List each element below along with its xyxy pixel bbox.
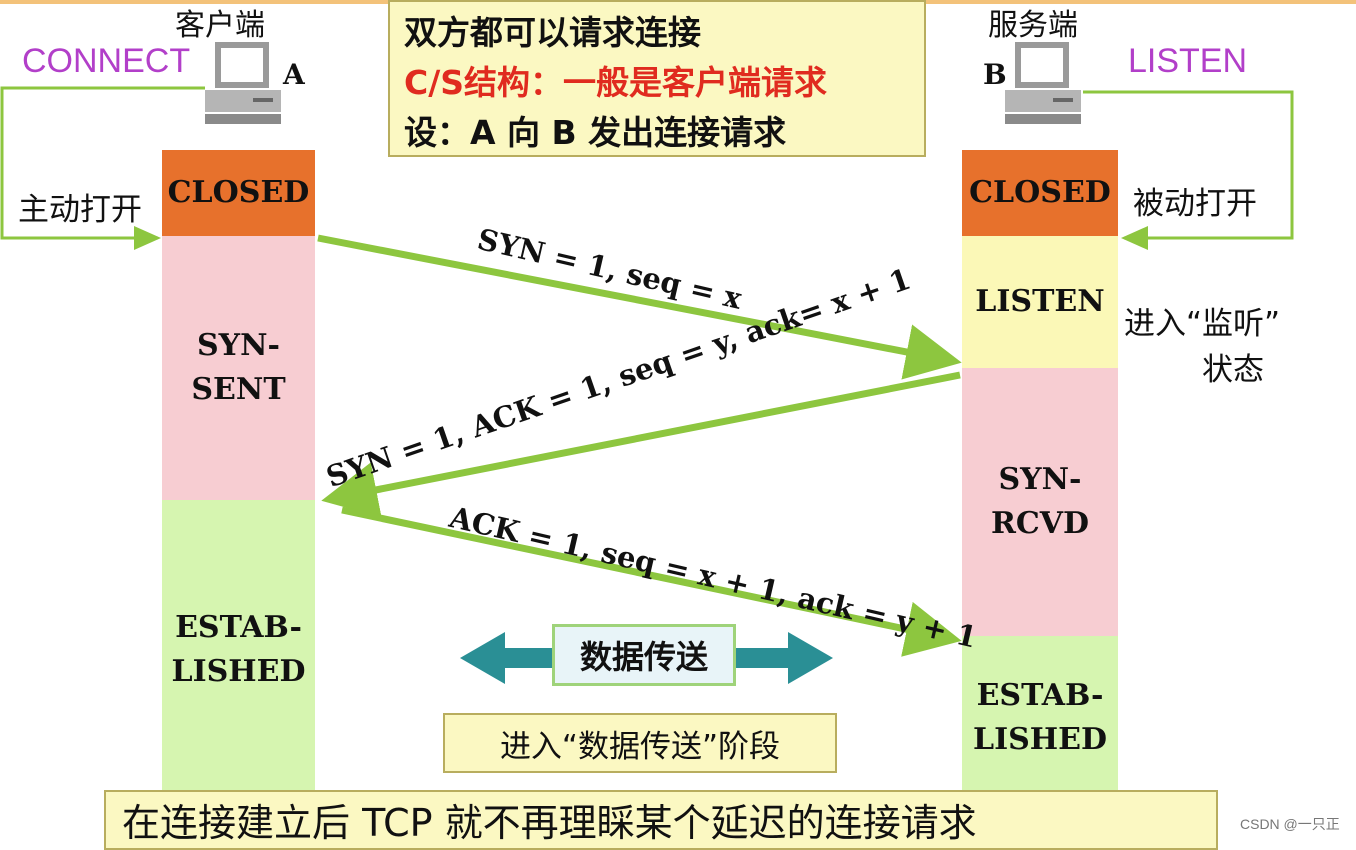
active-open-label: 主动打开 <box>18 192 142 228</box>
client-letter: A <box>283 58 305 91</box>
state-label-line-2: SENT <box>191 372 286 407</box>
client-state-established: ESTAB- LISHED <box>162 500 315 800</box>
state-label: LISTEN <box>975 284 1105 319</box>
state-label-line-1: ESTAB- <box>976 678 1104 713</box>
info-line-1: 双方都可以请求连接 <box>404 13 701 52</box>
data-transfer-stage-label: 进入“数据传送”阶段 <box>443 713 837 773</box>
ack-arrow <box>341 506 962 657</box>
state-label-line-1: SYN- <box>998 462 1082 497</box>
syn-arrow <box>317 234 962 380</box>
info-line-2: C/S结构：一般是客户端请求 <box>404 63 828 102</box>
transfer-arrow <box>460 632 833 684</box>
server-letter: B <box>983 58 1007 91</box>
server-state-established: ESTAB- LISHED <box>962 636 1118 800</box>
server-state-closed: CLOSED <box>962 150 1118 236</box>
server-title: 服务端 <box>988 8 1078 43</box>
listen-label: LISTEN <box>1128 42 1248 80</box>
state-label-line-1: SYN- <box>197 328 280 363</box>
bottom-note: 在连接建立后 TCP 就不再理睬某个延迟的连接请求 <box>104 790 1218 850</box>
computer-icon <box>205 42 281 124</box>
passive-open-connector <box>1083 90 1294 250</box>
server-state-syn-rcvd: SYN- RCVD <box>962 368 1118 636</box>
state-label: CLOSED <box>167 175 310 210</box>
state-label-line-1: ESTAB- <box>175 610 302 645</box>
listen-note-line-2: 状态 <box>1202 352 1264 388</box>
syn-ack-arrow <box>321 371 961 518</box>
data-transfer-label: 数据传送 <box>552 624 736 686</box>
client-state-closed: CLOSED <box>162 150 315 236</box>
watermark: CSDN @一只正 <box>1240 816 1340 832</box>
state-label-line-2: RCVD <box>990 506 1090 541</box>
connect-label: CONNECT <box>22 42 191 80</box>
info-line-3: 设：A 向 B 发出连接请求 <box>404 113 787 152</box>
client-title: 客户端 <box>175 8 265 43</box>
server-state-listen: LISTEN <box>962 236 1118 368</box>
computer-icon <box>1005 42 1081 124</box>
passive-open-label: 被动打开 <box>1133 186 1257 222</box>
state-label-line-2: LISHED <box>972 722 1108 757</box>
state-label-line-2: LISHED <box>171 654 306 689</box>
info-box: 双方都可以请求连接 C/S结构：一般是客户端请求 设：A 向 B 发出连接请求 <box>388 0 926 157</box>
state-label: CLOSED <box>969 175 1111 210</box>
client-state-syn-sent: SYN- SENT <box>162 236 315 500</box>
active-open-connector <box>0 86 205 250</box>
listen-note-line-1: 进入“监听” <box>1124 306 1281 342</box>
